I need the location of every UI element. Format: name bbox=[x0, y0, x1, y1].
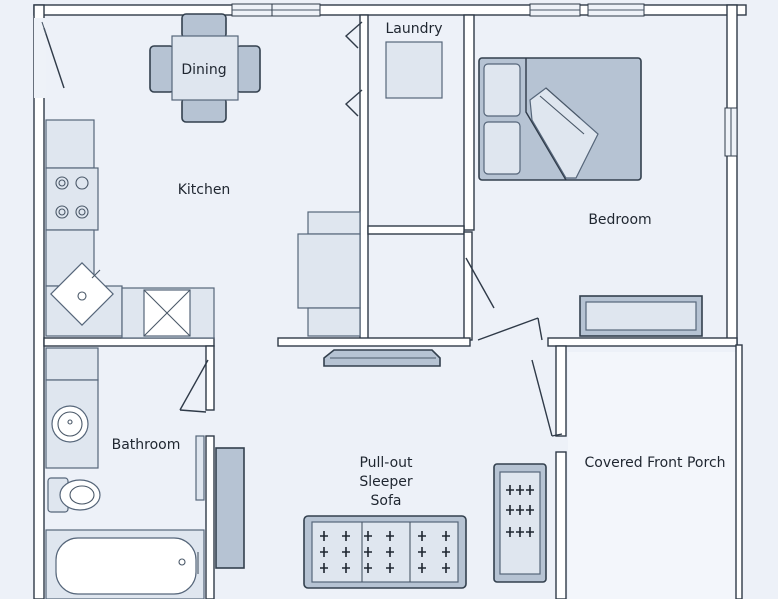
room-label-sofa-line2: Sleeper bbox=[359, 474, 413, 490]
cushion-mark bbox=[386, 547, 394, 557]
cushion-mark bbox=[526, 527, 534, 537]
room-label-bathroom: Bathroom bbox=[112, 437, 181, 453]
cushion-mark bbox=[506, 527, 514, 537]
room-label-dining: Dining bbox=[181, 62, 226, 78]
kitchen-sink-icon bbox=[50, 262, 114, 326]
cushion-mark bbox=[418, 563, 426, 573]
room-label-sofa-line1: Pull-out bbox=[359, 455, 413, 471]
walls bbox=[33, 4, 747, 599]
porch-floor bbox=[568, 352, 736, 599]
cushion-mark bbox=[342, 563, 350, 573]
stove-icon bbox=[45, 167, 99, 231]
cushion-mark bbox=[442, 563, 450, 573]
washer-icon bbox=[385, 41, 443, 99]
room-label-sofa-line3: Sofa bbox=[371, 493, 402, 509]
doors bbox=[34, 18, 563, 437]
room-label-porch: Covered Front Porch bbox=[584, 455, 725, 471]
cushion-mark bbox=[320, 531, 328, 541]
refrigerator-icon bbox=[297, 211, 361, 337]
console-table-icon bbox=[215, 447, 245, 569]
cushion-mark bbox=[364, 547, 372, 557]
cushion-mark bbox=[442, 531, 450, 541]
cushion-mark bbox=[442, 547, 450, 557]
cushion-mark bbox=[526, 505, 534, 515]
room-label-kitchen: Kitchen bbox=[178, 182, 231, 198]
kitchen-fixtures bbox=[45, 119, 215, 339]
room-label-laundry: Laundry bbox=[385, 21, 442, 37]
cushion-mark bbox=[342, 547, 350, 557]
room-label-bedroom: Bedroom bbox=[588, 212, 651, 228]
bathtub-icon bbox=[45, 529, 205, 599]
tv-icon bbox=[323, 349, 441, 367]
cushion-mark bbox=[516, 527, 524, 537]
cushion-mark bbox=[418, 531, 426, 541]
cushion-mark bbox=[364, 563, 372, 573]
armchair-icon bbox=[493, 463, 547, 583]
bathroom-fixtures bbox=[45, 347, 205, 599]
sofa-icon bbox=[303, 515, 467, 589]
cushion-mark bbox=[386, 563, 394, 573]
cushion-mark bbox=[342, 531, 350, 541]
cushion-mark bbox=[506, 485, 514, 495]
windows bbox=[231, 3, 738, 157]
cushion-mark bbox=[526, 485, 534, 495]
cushion-mark bbox=[418, 547, 426, 557]
cushion-mark bbox=[516, 505, 524, 515]
dining-table-icon bbox=[149, 13, 261, 123]
cushion-mark bbox=[386, 531, 394, 541]
cushion-mark bbox=[516, 485, 524, 495]
cushion-mark bbox=[506, 505, 514, 515]
dresser-icon bbox=[579, 295, 703, 337]
cushion-mark bbox=[320, 563, 328, 573]
cushion-mark bbox=[364, 531, 372, 541]
bed-icon bbox=[478, 57, 642, 181]
cushion-mark bbox=[320, 547, 328, 557]
toilet-icon bbox=[47, 477, 101, 513]
